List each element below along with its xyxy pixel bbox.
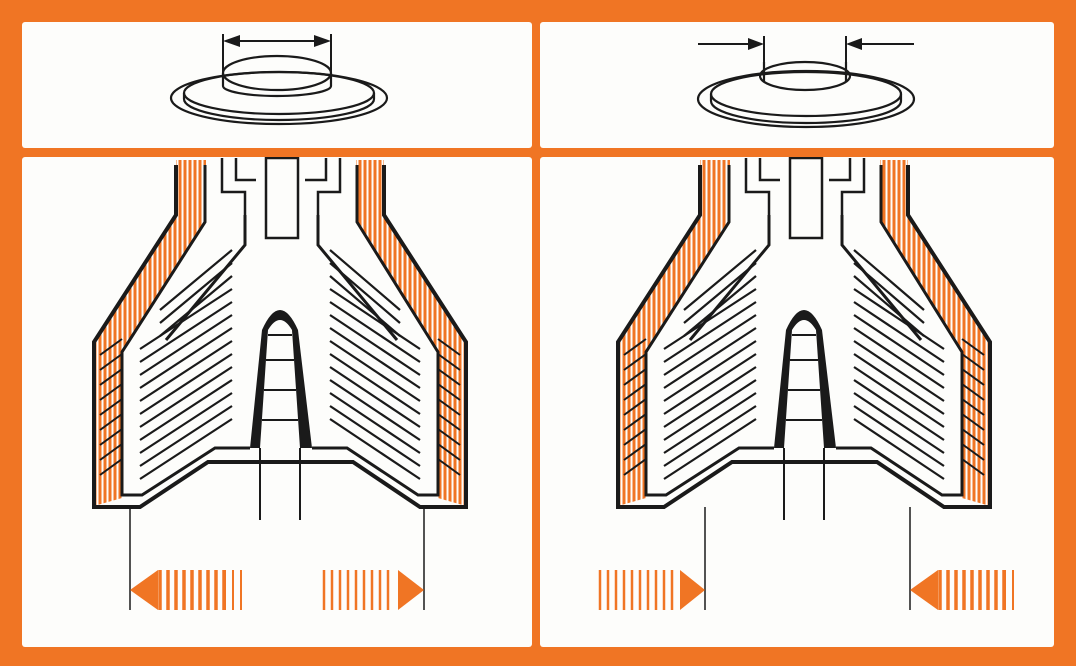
top-right-panel <box>540 22 1054 148</box>
